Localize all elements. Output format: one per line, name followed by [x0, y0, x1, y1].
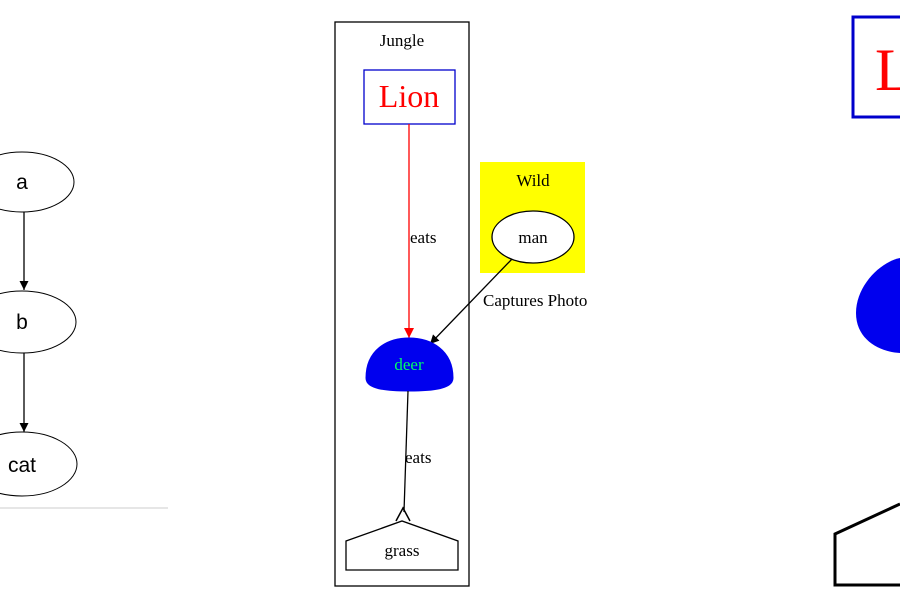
node-lion-large-label: L — [875, 37, 900, 103]
node-grass-label: grass — [385, 541, 420, 560]
node-grass-large-shape — [833, 502, 900, 587]
node-a-label: a — [16, 171, 28, 194]
edge-man-deer-label: Captures Photo — [483, 291, 587, 310]
edge-deer-grass — [403, 390, 409, 513]
node-b-label: b — [16, 311, 28, 334]
node-man-label: man — [518, 228, 548, 247]
node-cat-shape — [0, 431, 78, 497]
edge-man-deer — [429, 258, 513, 345]
node-b-shape — [0, 290, 77, 354]
cluster-jungle-label: Jungle — [380, 31, 424, 50]
node-a-shape — [0, 151, 75, 213]
left-graph: a b cat — [0, 151, 168, 509]
node-deer-shape — [365, 337, 454, 392]
node-deer-label: deer — [394, 355, 424, 374]
node-grass-shape — [345, 520, 459, 571]
edge-deer-grass-arrowhead — [395, 506, 411, 522]
node-lion-label: Lion — [379, 78, 439, 114]
cluster-wild-label: Wild — [516, 171, 550, 190]
edge-deer-grass-label: eats — [405, 448, 431, 467]
edge-lion-deer-label: eats — [410, 228, 436, 247]
node-deer-large-shape — [856, 258, 900, 353]
node-man-shape — [491, 210, 575, 264]
middle-graph: Jungle Lion eats Wild man Captures Photo… — [334, 21, 587, 587]
right-graph: L — [833, 15, 900, 587]
node-lion-large-shape — [851, 15, 900, 119]
node-cat-label: cat — [8, 454, 36, 477]
